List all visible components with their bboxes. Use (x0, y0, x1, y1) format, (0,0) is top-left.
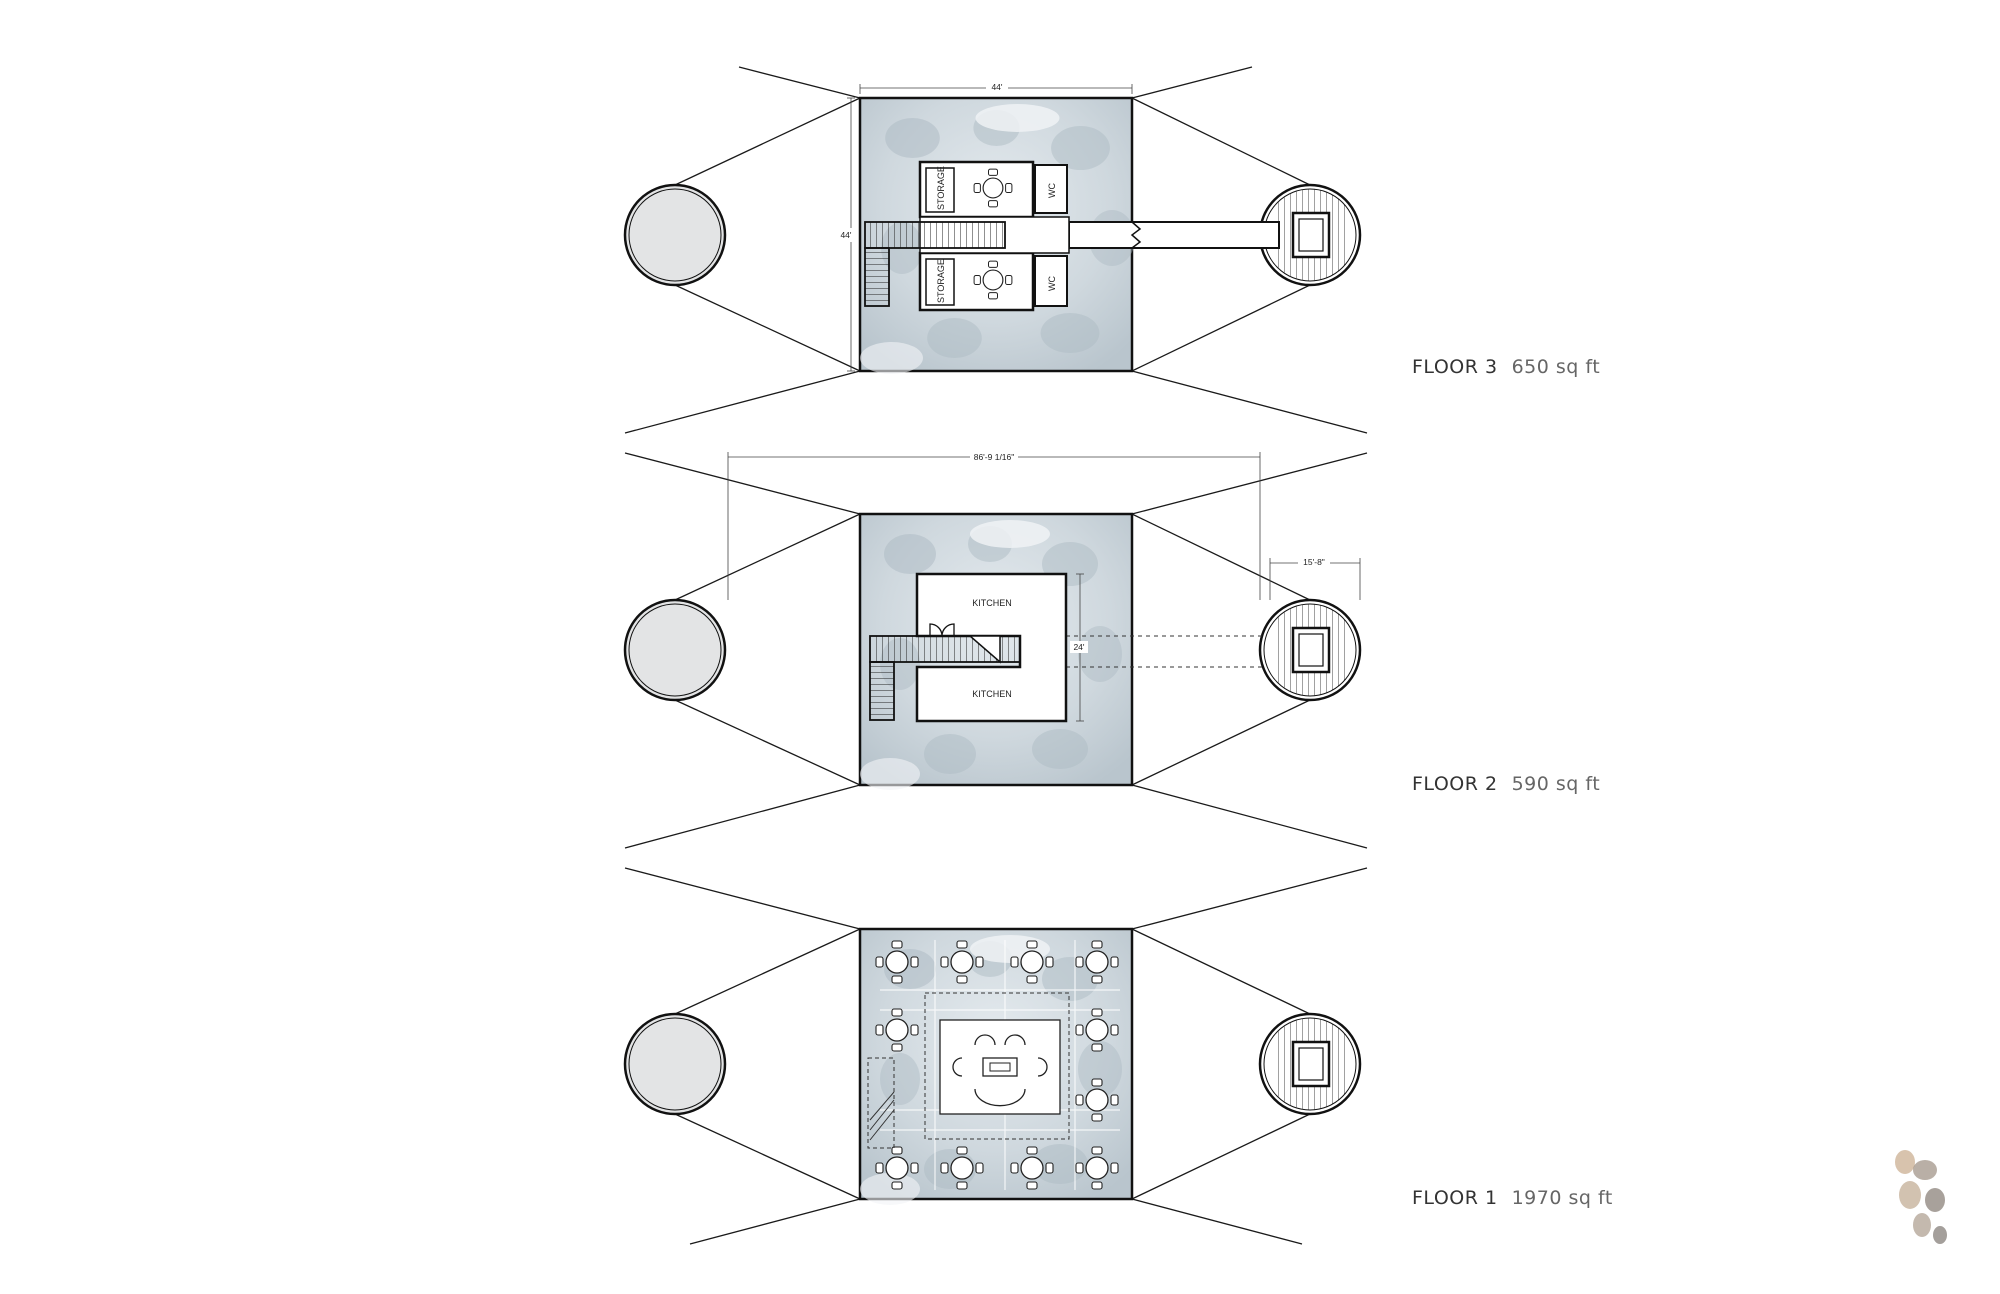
floor-3-room-label: WC (1047, 183, 1057, 198)
floor-1-plan (623, 867, 1368, 1245)
floor-2-room-label: KITCHEN (972, 598, 1012, 608)
floor-name: FLOOR 3 (1412, 356, 1498, 378)
floor-3-room-label: STORAGE (936, 259, 946, 303)
floor-2-spiral-stair-tower (1258, 598, 1362, 702)
floor-3-left-tower (623, 183, 727, 287)
logo-mark-icon (1895, 1150, 1947, 1244)
floor-2-label: FLOOR 2 590 sq ft (1412, 773, 1600, 795)
floor-area: 650 sq ft (1511, 356, 1601, 378)
floor-2-room-label: KITCHEN (972, 689, 1012, 699)
floor-3-width-dim: 44' (991, 82, 1002, 92)
floor-1-left-tower (623, 1012, 727, 1116)
floor-2-left-tower (623, 598, 727, 702)
floor-3-room-label: STORAGE (936, 166, 946, 210)
floor-2-core-dim: 24' (1073, 642, 1084, 652)
floor-name: FLOOR 1 (1412, 1187, 1498, 1209)
floor-2-tower-dim: 15'-8" (1303, 557, 1325, 567)
floor-1-spiral-stair-tower (1258, 1012, 1362, 1116)
floor-2-overall-dim: 86'-9 1/16" (974, 452, 1015, 462)
floor-3-room-label: WC (1047, 276, 1057, 291)
floor-2-plan: 86'-9 1/16" 15'-8" 24' KITCHEN KITCHEN (623, 450, 1368, 849)
floor-name: FLOOR 2 (1412, 773, 1498, 795)
floor-3-depth-dim: 44' (840, 230, 851, 240)
floor-1-label: FLOOR 1 1970 sq ft (1412, 1187, 1613, 1209)
floor-3-plan: 44' 44' STORAGE WC STORAGE WC (623, 66, 1368, 434)
floor-area: 590 sq ft (1511, 773, 1601, 795)
floor-area: 1970 sq ft (1511, 1187, 1613, 1209)
floor-3-label: FLOOR 3 650 sq ft (1412, 356, 1600, 378)
